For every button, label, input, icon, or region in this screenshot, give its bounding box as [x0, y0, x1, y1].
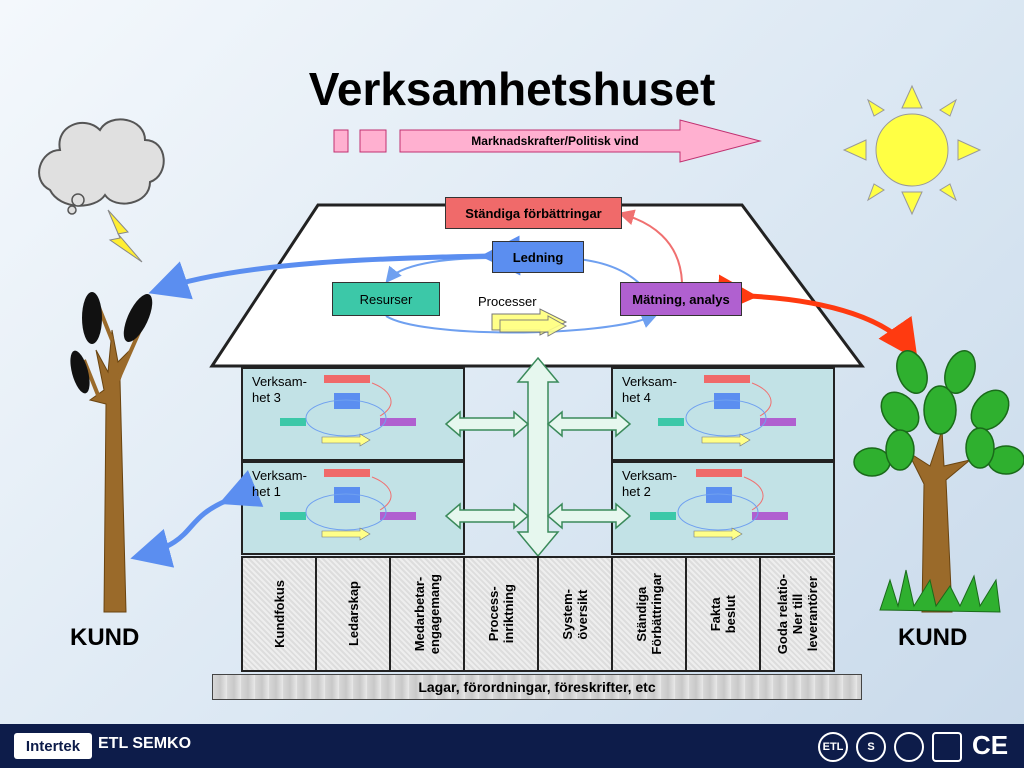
pillar-process: Process- inriktning: [463, 556, 539, 672]
leafy-tree-icon: [853, 350, 1024, 613]
customer-right-label: KUND: [898, 624, 968, 651]
etl-cert-icon: ETL: [818, 732, 848, 762]
bare-tree-icon: [70, 292, 153, 613]
leadership-box: Ledning: [492, 241, 584, 273]
improvements-box: Ständiga förbättringar: [445, 197, 622, 229]
footer-bar: [0, 724, 1024, 768]
gs-cert-icon: [932, 732, 962, 762]
pillar-suppliers: Goda relatio- Ner till leverantörer: [759, 556, 835, 672]
thunder-cloud-icon: [38, 118, 165, 263]
pillar-facts: Fakta beslut: [685, 556, 761, 672]
unit-4-label: Verksam-het 4: [622, 374, 677, 405]
horizontal-double-arrows: [444, 410, 632, 530]
s-mark-cert-icon: S: [856, 732, 886, 762]
pillar-system: System- översikt: [537, 556, 613, 672]
roof: [209, 203, 865, 368]
ce-mark-icon: CE: [972, 730, 1009, 760]
measurement-box: Mätning, analys: [620, 282, 742, 316]
mini-model-4: [658, 375, 796, 447]
mini-model-1: [280, 469, 416, 541]
unit-2-label: Verksam-het 2: [622, 468, 677, 499]
vertical-double-arrow: [516, 356, 560, 558]
unit-1-label: Verksam-het 1: [252, 468, 307, 499]
customer-left-label: KUND: [70, 624, 140, 651]
mini-model-2: [650, 469, 788, 541]
process-arrows: [491, 308, 568, 337]
resources-box: Resurser: [332, 282, 440, 316]
pillar-engagement: Medarbetar- engagemang: [389, 556, 465, 672]
foundation: Lagar, förordningar, föreskrifter, etc: [212, 674, 862, 700]
etl-semko-label: ETL SEMKO: [98, 735, 192, 752]
processes-label: Processer: [478, 294, 537, 309]
wind-arrow: [399, 119, 762, 163]
unit-3-label: Verksam-het 3: [252, 374, 307, 405]
mini-model-3: [280, 375, 416, 447]
semko-cert-icon: [894, 732, 924, 762]
intertek-logo: Intertek: [14, 733, 92, 759]
pillar-improvements: Ständiga Förbättringar: [611, 556, 687, 672]
wind-label: Marknadskrafter/Politisk vind: [471, 134, 639, 148]
pillar-customer-focus: Kundfokus: [241, 556, 317, 672]
sun-icon: [842, 84, 982, 216]
page-title: Verksamhetshuset: [308, 63, 716, 115]
pillar-leadership: Ledarskap: [315, 556, 391, 672]
